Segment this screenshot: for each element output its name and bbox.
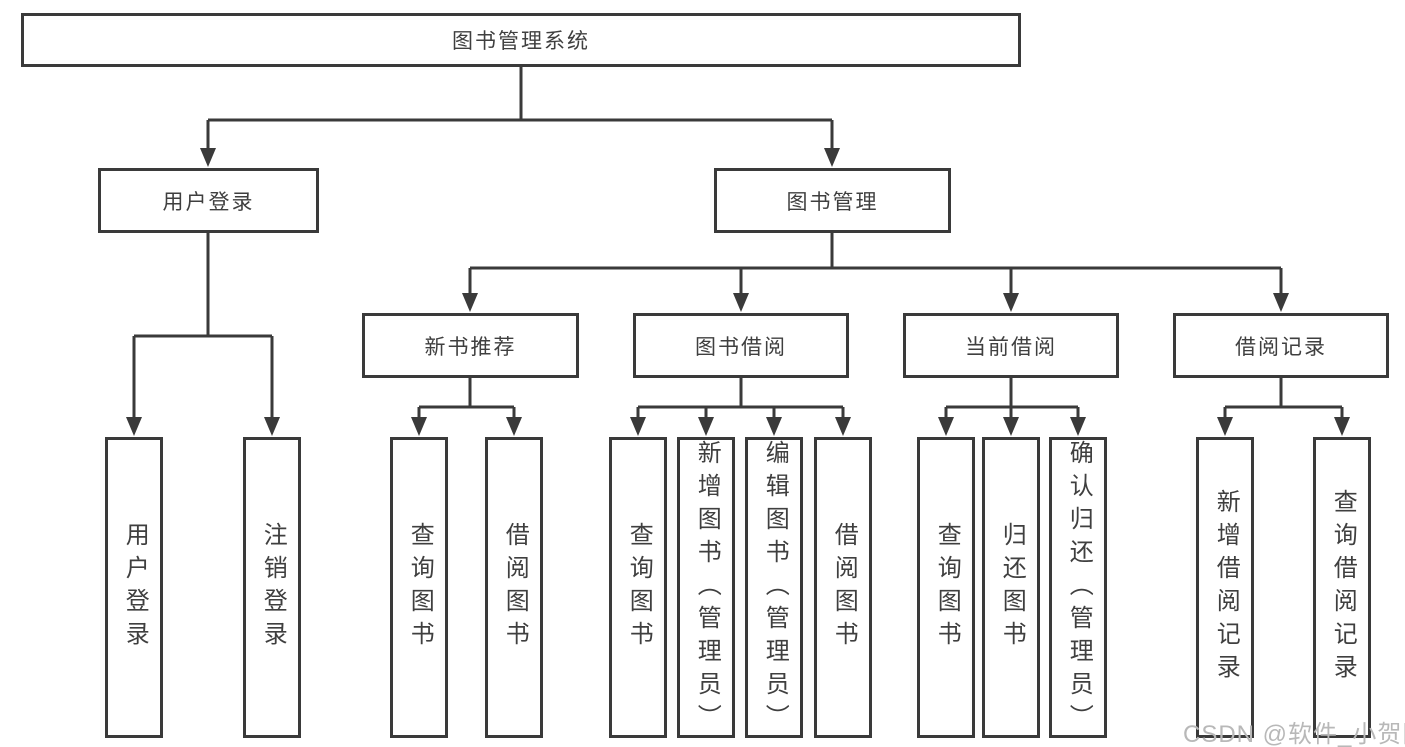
node-user-login: 用户登录 (98, 168, 319, 233)
connector-mgmt-to-level2 (468, 233, 1283, 294)
leaf-borrow-borrow-books: 借阅图书 (814, 437, 872, 738)
leaf-newbook-borrow-books-label: 借阅图书 (501, 521, 529, 654)
leaf-records-query-record-label: 查询借阅记录 (1329, 488, 1357, 687)
leaf-borrow-edit-books-admin-label: 编辑图书（管理员） (761, 440, 789, 737)
leaf-borrow-borrow-books-label: 借阅图书 (830, 521, 858, 654)
leaf-newbook-query-books-label: 查询图书 (406, 521, 434, 654)
leaf-borrow-query-books: 查询图书 (609, 437, 667, 738)
arrowheads (126, 148, 1350, 436)
node-current-borrow: 当前借阅 (903, 313, 1119, 378)
leaf-current-return-books: 归还图书 (982, 437, 1040, 738)
node-borrow-records: 借阅记录 (1173, 313, 1389, 378)
leaf-borrow-edit-books-admin: 编辑图书（管理员） (745, 437, 803, 738)
leaf-newbook-borrow-books: 借阅图书 (485, 437, 543, 738)
node-root-system: 图书管理系统 (21, 13, 1021, 67)
node-book-borrow: 图书借阅 (633, 313, 849, 378)
leaf-current-query-books-label: 查询图书 (933, 521, 961, 654)
leaf-user-login: 用户登录 (105, 437, 163, 738)
leaf-borrow-add-books-admin-label: 新增图书（管理员） (693, 440, 721, 737)
leaf-logout: 注销登录 (243, 437, 301, 738)
leaf-borrow-query-books-label: 查询图书 (625, 521, 653, 654)
leaf-user-login-label: 用户登录 (121, 521, 149, 654)
node-new-book-recommend-label: 新书推荐 (424, 335, 517, 359)
node-current-borrow-label: 当前借阅 (965, 335, 1057, 359)
node-book-management: 图书管理 (714, 168, 951, 233)
leaf-borrow-add-books-admin: 新增图书（管理员） (677, 437, 735, 738)
connector-newbook-to-leaves (417, 378, 516, 418)
connector-root-to-level1 (206, 67, 834, 149)
leaf-records-query-record: 查询借阅记录 (1313, 437, 1371, 738)
connector-currentborrow-to-leaves (944, 378, 1080, 418)
leaf-logout-label: 注销登录 (259, 521, 287, 654)
leaf-current-confirm-return-admin: 确认归还（管理员） (1049, 437, 1107, 738)
node-user-login-label: 用户登录 (162, 190, 255, 214)
csdn-watermark: CSDN @软件_小贺同学 (1183, 721, 1405, 747)
leaf-newbook-query-books: 查询图书 (390, 437, 448, 738)
connector-login-to-leaves (132, 233, 274, 418)
node-book-borrow-label: 图书借阅 (695, 335, 787, 359)
leaf-current-query-books: 查询图书 (917, 437, 975, 738)
leaf-current-confirm-return-admin-label: 确认归还（管理员） (1065, 440, 1093, 737)
connector-records-to-leaves (1223, 378, 1344, 418)
leaf-records-add-record-label: 新增借阅记录 (1212, 488, 1240, 687)
leaf-current-return-books-label: 归还图书 (998, 521, 1026, 654)
node-borrow-records-label: 借阅记录 (1235, 335, 1327, 359)
node-book-management-label: 图书管理 (786, 190, 879, 214)
connector-bookborrow-to-leaves (636, 378, 845, 418)
leaf-records-add-record: 新增借阅记录 (1196, 437, 1254, 738)
node-root-label: 图书管理系统 (452, 30, 590, 53)
node-new-book-recommend: 新书推荐 (362, 313, 579, 378)
